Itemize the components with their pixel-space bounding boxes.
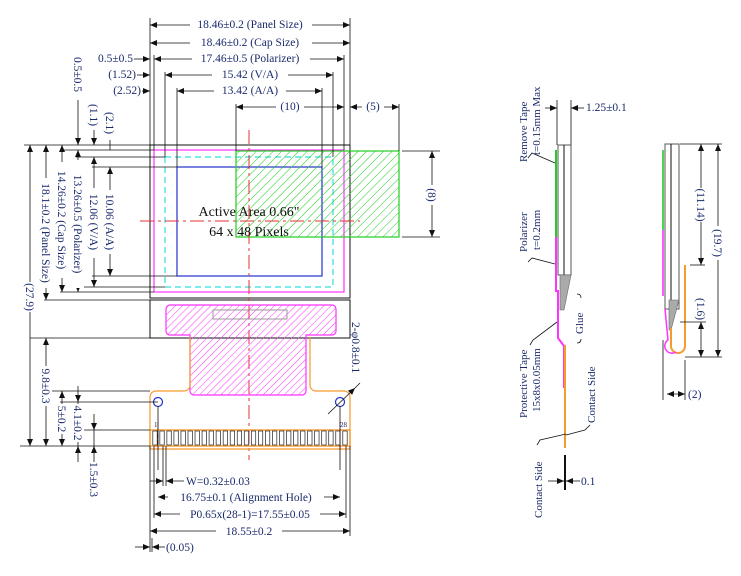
contact-pin [187, 430, 193, 446]
dim-tape-overhang: (5) [366, 101, 380, 113]
dim-bent-lower: (1.6) [694, 298, 706, 320]
bottom-dimensions: W=0.32±0.03 16.75±0.1 (Alignment Hole) P… [135, 446, 351, 554]
contact-pin [300, 430, 306, 446]
contact-pin [272, 430, 278, 446]
contact-pin [159, 430, 165, 446]
remove-tape [235, 150, 400, 238]
side-view: 1.25±0.1 Remove Tape t=0.15mm Max Polari… [518, 86, 627, 518]
remove-tape-thickness: t=0.15mm Max [531, 86, 543, 155]
contact-pin [194, 430, 200, 446]
contact-pin [180, 430, 186, 446]
dim-fpc-width: 18.55±0.2 [226, 526, 273, 538]
contact-pins [152, 422, 348, 452]
top-dimensions: 18.46±0.2 (Panel Size) 18.46±0.2 (Cap Si… [98, 18, 400, 167]
dim-bent-upper: (11.14) [694, 188, 706, 221]
dim-polarizer-width: 17.46±0.5 (Polarizer) [201, 53, 300, 65]
dim-fpc-length: 9.8±0.3 [39, 368, 51, 403]
driver-ic [212, 309, 288, 320]
dim-aa-height: 10.06 (A/A) [103, 194, 115, 250]
dim-pin-width: W=0.32±0.03 [186, 476, 250, 488]
dim-aa-width: 13.42 (A/A) [222, 85, 278, 97]
remove-tape-label: Remove Tape [518, 101, 530, 162]
contact-pin [258, 430, 264, 446]
contact-pin [321, 430, 327, 446]
dim-top-offset-aa: (2.52) [113, 85, 141, 97]
dim-hole-to-edge: 5±0.2 [55, 406, 67, 433]
contact-pin [208, 430, 214, 446]
glue [559, 274, 572, 311]
protective-tape-label: Protective Tape [518, 350, 530, 418]
bent-fpc [670, 265, 686, 354]
contact-pin [166, 430, 172, 446]
contact-side-label-2: Contact Side [586, 366, 598, 423]
dim-top-offset-polarizer: 0.5±0.5 [98, 53, 133, 65]
dim-hole-diameter: 2-φ0.8±0.1 [349, 322, 361, 374]
dim-tape-height: (8) [425, 188, 437, 202]
dim-hole-pitch: 4.1±0.2 [71, 405, 83, 440]
contact-side-label-1: Contact Side [533, 461, 545, 518]
dim-left-offset-aa: (2.1) [103, 112, 115, 134]
contact-pin [215, 430, 221, 446]
contact-pin [307, 430, 313, 446]
dim-cap-width: 18.46±0.2 (Cap Size) [201, 37, 299, 49]
dim-left-offset-va: (1.1) [87, 104, 99, 126]
driver-ic-area [165, 304, 337, 396]
active-area-pixels: 64 x 48 Pixels [209, 225, 289, 240]
dim-bent-depth: (2) [688, 389, 702, 401]
polarizer-label: Polarizer [518, 212, 530, 252]
contact-pin [293, 430, 299, 446]
dim-bent-total: (19.7) [711, 229, 723, 257]
dim-fpc-thickness: 0.1 [581, 476, 596, 488]
dim-polarizer-height: 13.26±0.5 (Polarizer) [71, 175, 83, 274]
contact-pin [236, 430, 242, 446]
contact-pin [279, 430, 285, 446]
protective-tape-size: 15x8x0.05mm [531, 348, 543, 412]
contact-pin [328, 430, 334, 446]
dim-left-offset-polarizer: 0.5±0.5 [71, 57, 83, 92]
contact-pin [314, 430, 320, 446]
bent-view: (11.14) (19.7) (1.6) (2) [662, 143, 724, 401]
dim-cap-height: 14.26±0.2 (Cap Size) [55, 171, 67, 269]
contact-pin [286, 430, 292, 446]
contact-strip [149, 429, 351, 447]
contact-pin [152, 430, 158, 446]
dim-panel-width: 18.46±0.2 (Panel Size) [197, 19, 302, 31]
contact-pin [342, 430, 348, 446]
contact-pin [250, 430, 257, 446]
dim-top-offset-va: (1.52) [108, 69, 136, 81]
dim-tape-width: (10) [280, 101, 299, 113]
contact-pin [229, 430, 235, 446]
contact-pin [222, 430, 228, 446]
left-dimensions: (27.9) 18.1±0.2 (Panel Size) 14.26±0.2 (… [20, 57, 177, 497]
pin-28-label: 28 [340, 421, 348, 429]
front-view: Active Area 0.66" 64 x 48 Pixels 1 28 [140, 130, 400, 470]
contact-pin [243, 430, 250, 446]
active-area-title: Active Area 0.66" [199, 205, 300, 220]
dim-va-height: 12.06 (V/A) [87, 194, 99, 250]
dim-pin-pitch: P0.65x(28-1)=17.55±0.05 [190, 509, 310, 521]
dim-panel-height: 18.1±0.2 (Panel Size) [39, 183, 51, 283]
pin-1-label: 1 [154, 421, 158, 429]
right-dimensions: (8) 2-φ0.8±0.1 [349, 150, 440, 374]
contact-pin [265, 430, 271, 446]
dim-total-height: (27.9) [23, 283, 35, 311]
polarizer-thickness: t=0.2mm [531, 209, 543, 250]
dim-va-width: 15.42 (V/A) [222, 69, 278, 81]
contact-pin [173, 430, 179, 446]
dim-alignment-hole: 16.75±0.1 (Alignment Hole) [180, 492, 312, 504]
contact-pin [201, 430, 207, 446]
dim-edge-offset: (0.05) [166, 542, 194, 554]
dim-contact-length: 1.5±0.3 [87, 462, 99, 497]
dim-thickness: 1.25±0.1 [586, 102, 627, 114]
glue-label: Glue [574, 313, 586, 335]
fpc-outline [149, 337, 351, 450]
